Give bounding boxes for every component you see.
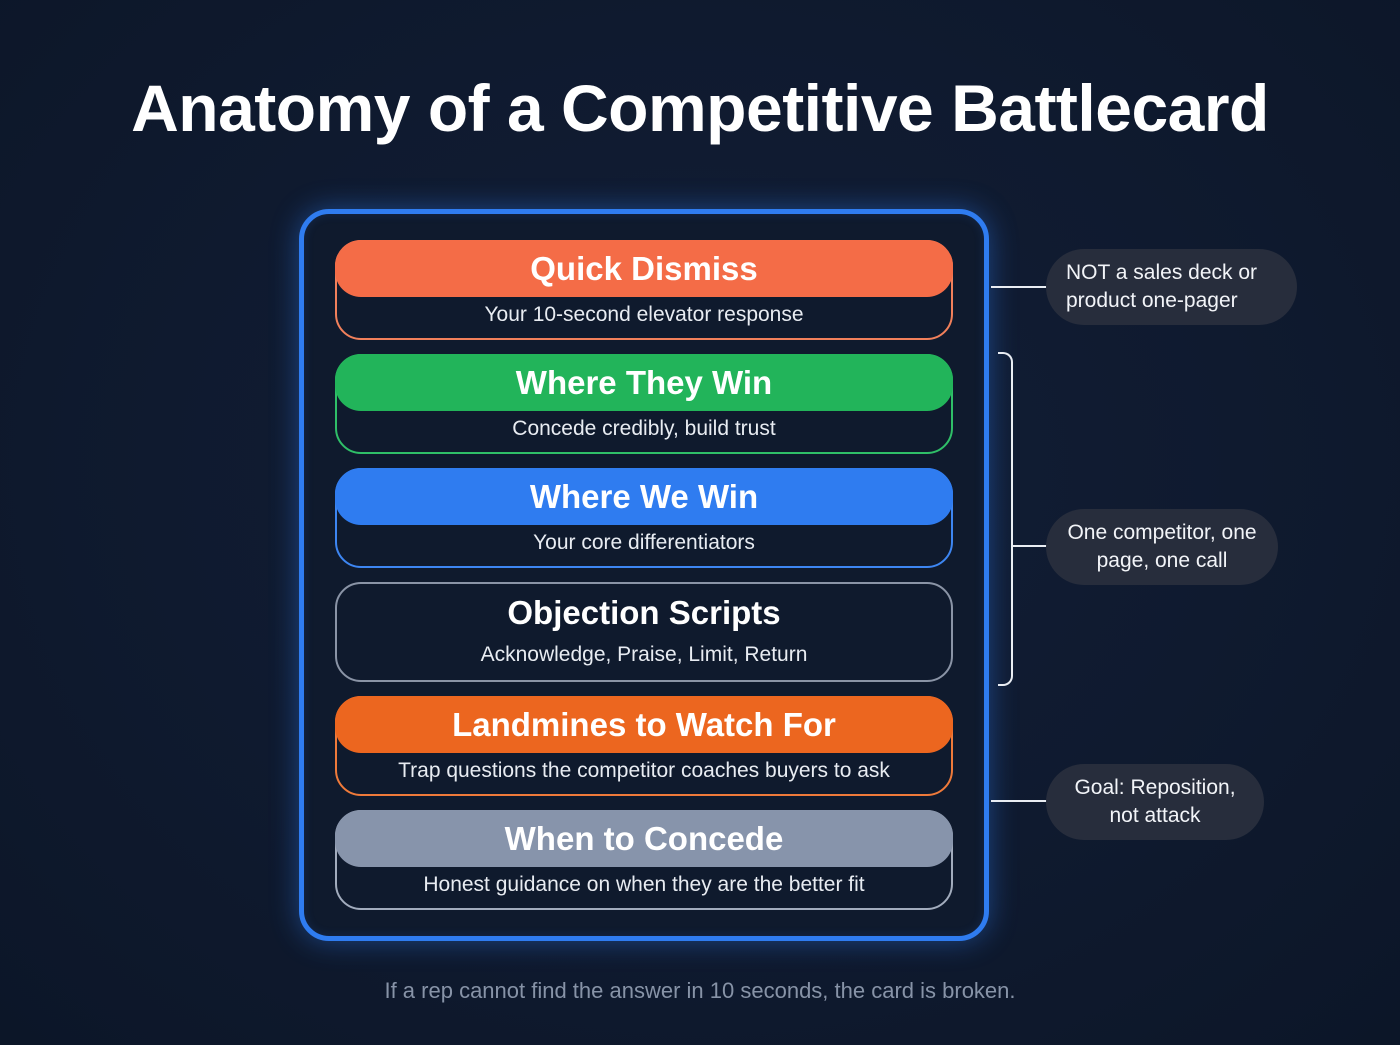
card-subtitle: Concede credibly, build trust [512, 417, 776, 440]
page-title: Anatomy of a Competitive Battlecard [131, 71, 1269, 145]
card-header: Where They Win [335, 354, 953, 411]
callout-text: One competitor, one page, one call [1067, 521, 1257, 572]
card-quick-dismiss: Quick Dismiss Your 10-second elevator re… [335, 240, 953, 340]
card-title: When to Concede [504, 819, 784, 857]
callout-text: Goal: Reposition, not attack [1074, 776, 1236, 827]
footer-note: If a rep cannot find the answer in 10 se… [384, 978, 1016, 1003]
card-subtitle: Honest guidance on when they are the bet… [423, 873, 865, 896]
card-where-they-win: Where They Win Concede credibly, build t… [335, 354, 953, 454]
connector-line [991, 800, 1047, 802]
card-subtitle: Acknowledge, Praise, Limit, Return [480, 643, 808, 666]
callout-not-sales-deck: NOT a sales deck or product one-pager [1046, 249, 1297, 325]
card-title: Quick Dismiss [530, 249, 758, 287]
card-objection-scripts: Objection Scripts Acknowledge, Praise, L… [335, 582, 953, 682]
card-title: Where They Win [515, 363, 773, 401]
card-subtitle: Trap questions the competitor coaches bu… [398, 759, 890, 782]
card-where-we-win: Where We Win Your core differentiators [335, 468, 953, 568]
card-header: When to Concede [335, 810, 953, 867]
card-title: Landmines to Watch For [452, 705, 836, 743]
card-header: Landmines to Watch For [335, 696, 953, 753]
callout-one-competitor: One competitor, one page, one call [1046, 509, 1278, 585]
card-title: Where We Win [529, 477, 759, 515]
card-landmines: Landmines to Watch For Trap questions th… [335, 696, 953, 796]
connector-line [1013, 545, 1047, 547]
bracket [998, 352, 1013, 686]
card-header: Where We Win [335, 468, 953, 525]
callout-text: NOT a sales deck or product one-pager [1066, 261, 1258, 312]
callout-goal: Goal: Reposition, not attack [1046, 764, 1264, 840]
card-when-to-concede: When to Concede Honest guidance on when … [335, 810, 953, 910]
card-subtitle: Your core differentiators [533, 531, 755, 554]
card-title: Objection Scripts [507, 594, 781, 631]
card-subtitle: Your 10-second elevator response [484, 303, 804, 326]
card-header: Quick Dismiss [335, 240, 953, 297]
connector-line [991, 286, 1047, 288]
